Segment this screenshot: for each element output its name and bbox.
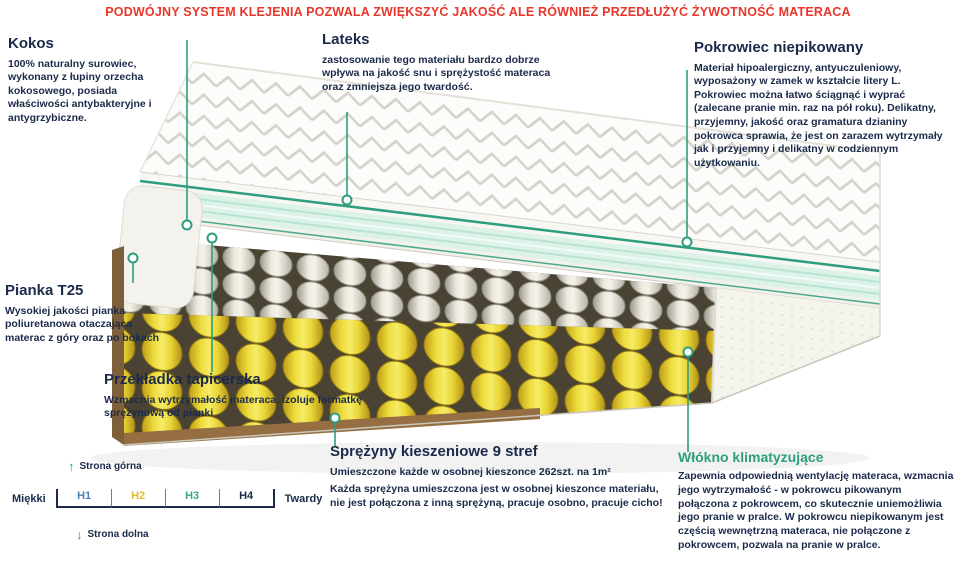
arrow-up-icon: ↑	[68, 459, 75, 474]
firmness-track: H1 H2 H3 H4	[55, 489, 275, 508]
firmness-scale-row: Miękki H1 H2 H3 H4 Twardy	[12, 489, 322, 508]
wooden-frame	[112, 246, 540, 446]
leader-przekladka	[206, 232, 218, 372]
leader-pianka	[127, 252, 139, 283]
comfort-layers	[139, 172, 881, 309]
label-block-lateks: Lateks zastosowanie tego materiału bardz…	[322, 31, 564, 94]
zigzag-foam-layer	[139, 61, 881, 263]
page-title: PODWÓJNY SYSTEM KLEJENIA POZWALA ZWIĘKSZ…	[105, 5, 851, 19]
spring-region	[124, 238, 716, 445]
przekladka-text: Wzmacnia wytrzymałość materaca, izoluje …	[104, 393, 362, 420]
kokos-title: Kokos	[8, 35, 54, 52]
label-block-sprezyny: Sprężyny kieszeniowe 9 stref Umieszczone…	[330, 443, 664, 510]
firmness-level-h1: H1	[57, 489, 112, 508]
firmness-level-h2: H2	[111, 489, 166, 508]
sprezyny-text-2: Każda sprężyna umieszczona jest w osobne…	[330, 483, 663, 509]
bottom-side-row: ↓ Strona dolna	[76, 528, 322, 541]
mattress-bottom-edge	[123, 335, 881, 446]
label-block-kokos: Kokos 100% naturalny surowiec, wykonany …	[8, 35, 180, 126]
top-side-row: ↑ Strona górna	[68, 460, 322, 473]
leader-wlokno	[682, 346, 694, 452]
wlokno-title: Włókno klimatyzujące	[678, 449, 824, 465]
firmness-level-h4: H4	[219, 489, 273, 508]
leader-pokrowiec	[681, 70, 693, 248]
sprezyny-title: Sprężyny kieszeniowe 9 stref	[330, 443, 538, 460]
leader-kokos	[181, 40, 193, 231]
lateks-title: Lateks	[322, 31, 370, 48]
foam-corner	[115, 185, 203, 309]
lateks-text: zastosowanie tego materiału bardzo dobrz…	[322, 53, 551, 93]
top-side-label: Strona górna	[79, 461, 142, 472]
label-block-pianka: Pianka T25 Wysokiej jakości pianka poliu…	[5, 282, 167, 345]
hard-label: Twardy	[284, 493, 323, 505]
sprezyny-text-1: Umieszczone każde w osobnej kieszonce 26…	[330, 465, 611, 478]
leader-lateks	[341, 112, 353, 206]
yellow-springs	[124, 313, 716, 445]
arrow-down-icon: ↓	[76, 527, 83, 542]
firmness-scale: ↑ Strona górna Miękki H1 H2 H3 H4 Twardy…	[12, 460, 322, 541]
leader-lines	[127, 40, 694, 452]
firmness-level-h3: H3	[165, 489, 220, 508]
leader-sprezyny	[329, 412, 341, 446]
bottom-side-label: Strona dolna	[87, 529, 149, 540]
kokos-text: 100% naturalny surowiec, wykonany z łupi…	[8, 57, 152, 125]
soft-label: Miękki	[12, 493, 46, 505]
label-block-pokrowiec: Pokrowiec niepikowany Materiał hipoalerg…	[694, 39, 950, 171]
glue-line-top	[139, 179, 881, 273]
wlokno-text: Zapewnia odpowiednią wentylację materaca…	[678, 470, 954, 551]
pianka-title: Pianka T25	[5, 282, 84, 299]
pianka-text: Wysokiej jakości pianka poliuretanowa ot…	[5, 304, 160, 344]
pokrowiec-text: Materiał hipoalergiczny, antyuczuleniowy…	[694, 61, 943, 169]
cover-front-face	[711, 287, 880, 404]
pokrowiec-title: Pokrowiec niepikowany	[694, 39, 864, 56]
glue-line-bottom	[139, 213, 881, 305]
white-springs	[124, 238, 716, 331]
ground-shadow	[90, 442, 870, 474]
label-block-przekladka: Przekładka tapicerska Wzmacnia wytrzymał…	[104, 371, 376, 421]
label-block-wlokno: Włókno klimatyzujące Zapewnia odpowiedni…	[678, 449, 954, 552]
przekladka-title: Przekładka tapicerska	[104, 371, 261, 388]
